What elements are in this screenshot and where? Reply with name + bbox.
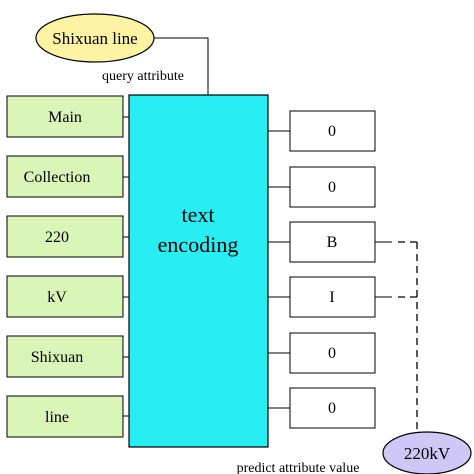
input-token-4: kV: [6, 275, 124, 318]
text-encoding-box: [128, 94, 269, 448]
input-box-4: [6, 275, 124, 318]
query-connector: [154, 37, 209, 95]
output-tag-label-1: 0: [328, 123, 336, 140]
output-tag-label-3: B: [327, 234, 338, 251]
input-token-label-3: 220: [45, 229, 69, 246]
output-box-6: [289, 387, 376, 429]
prediction-ellipse: [382, 431, 472, 474]
query-node: Shixuan line: [35, 13, 155, 63]
output-box-4: [289, 276, 376, 318]
input-token-3: 220: [6, 215, 124, 258]
output-tag-4: I: [289, 276, 376, 318]
text-encoding-label-line2: encoding: [158, 232, 239, 257]
connectors: [123, 37, 392, 417]
output-tag-5: 0: [289, 332, 376, 374]
input-token-label-6: line: [45, 409, 69, 426]
output-tag-1: 0: [289, 110, 376, 152]
query-text: Shixuan line: [52, 29, 137, 48]
text-encoding-label-line1: text: [182, 202, 215, 227]
output-tag-label-5: 0: [328, 345, 336, 362]
output-tag-label-2: 0: [328, 179, 336, 196]
output-tag-3: B: [289, 221, 376, 263]
query-attribute-label: query attribute: [102, 69, 184, 84]
output-tag-6: 0: [289, 387, 376, 429]
input-box-1: [6, 95, 124, 138]
output-box-5: [289, 332, 376, 374]
query-ellipse: [35, 13, 155, 63]
input-token-label-4: kV: [47, 289, 67, 306]
input-box-5: [6, 335, 124, 378]
input-token-1: Main: [6, 95, 124, 138]
input-box-6: [6, 395, 124, 438]
input-box-2: [6, 155, 124, 198]
input-token-2: Collection: [6, 155, 124, 198]
input-token-label-2: Collection: [24, 169, 91, 186]
input-token-6: line: [6, 395, 124, 438]
prediction-text: 220kV: [404, 444, 451, 463]
prediction-node: 220kV: [382, 431, 472, 474]
dashed-links: [398, 241, 418, 432]
text-encoding-block: text encoding: [128, 94, 269, 448]
input-token-label-1: Main: [48, 109, 82, 126]
output-tag-label-6: 0: [328, 400, 336, 417]
output-box-1: [289, 110, 376, 152]
input-box-3: [6, 215, 124, 258]
output-box-2: [289, 166, 376, 208]
input-token-5: Shixuan: [6, 335, 124, 378]
input-token-label-5: Shixuan: [31, 349, 83, 366]
predict-attribute-value-label: predict attribute value: [237, 461, 360, 474]
output-tag-2: 0: [289, 166, 376, 208]
output-box-3: [289, 221, 376, 263]
output-tag-label-4: I: [329, 289, 334, 306]
